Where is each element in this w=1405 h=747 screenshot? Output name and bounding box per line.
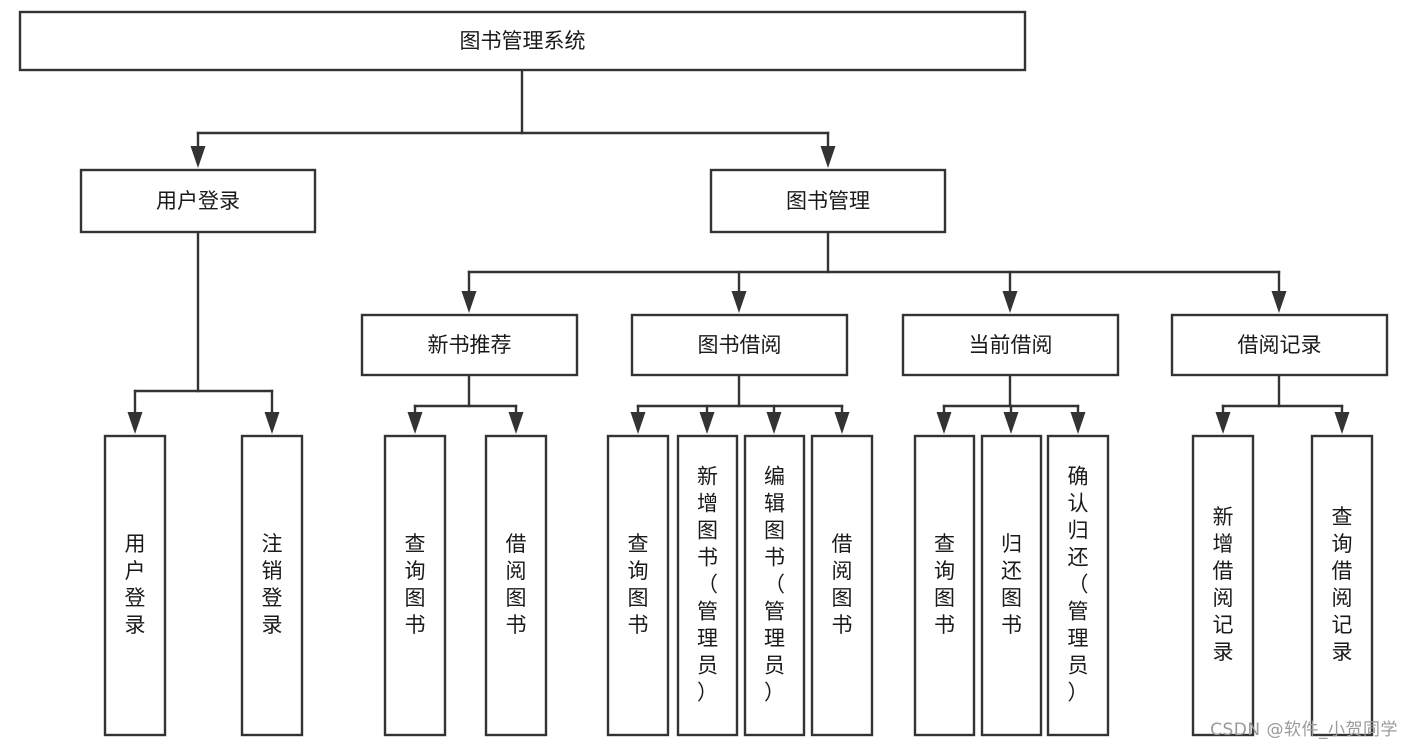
node-label: 用户登录 [156, 189, 240, 213]
node-label: 查询图书 [628, 532, 649, 637]
node-leaf-borrow-book[interactable]: 借阅图书 [810, 434, 874, 737]
node-label: 当前借阅 [969, 333, 1053, 357]
arrow-head-icon [699, 412, 715, 434]
arrow-head-icon [264, 412, 280, 434]
arrow-head-icon [1002, 291, 1018, 313]
node-leaf-borrow-book-recommend[interactable]: 借阅图书 [484, 434, 548, 737]
node-leaf-query-book-borrow[interactable]: 查询图书 [606, 434, 670, 737]
arrow-head-icon [766, 412, 782, 434]
node-box[interactable] [709, 168, 947, 234]
node-box[interactable] [240, 434, 304, 737]
arrow-head-icon [630, 412, 646, 434]
node-label: 图书管理 [786, 189, 870, 213]
connector-root-to-level1 [190, 68, 836, 168]
csdn-watermark: CSDN @软件_小贺同学 [1210, 720, 1398, 740]
node-box[interactable] [630, 313, 849, 377]
connector-userlogin-to-leaves [127, 230, 280, 434]
connector-record-to-leaves [1215, 373, 1350, 434]
arrow-head-icon [731, 291, 747, 313]
node-box[interactable] [980, 434, 1043, 737]
node-leaf-add-book-admin[interactable]: 新增图书（管理员） [676, 434, 739, 737]
watermark-layer: CSDN @软件_小贺同学 [1210, 720, 1398, 740]
node-leaf-logout-login[interactable]: 注销登录 [240, 434, 304, 737]
connector-layer [127, 68, 1350, 434]
node-label: 新增借阅记录 [1213, 505, 1234, 664]
node-box[interactable] [1310, 434, 1374, 737]
arrow-head-icon [1334, 412, 1350, 434]
node-label: 注销登录 [262, 532, 283, 637]
arrow-head-icon [820, 146, 836, 168]
node-user-login[interactable]: 用户登录 [79, 168, 317, 234]
node-book-management[interactable]: 图书管理 [709, 168, 947, 234]
node-box[interactable] [810, 434, 874, 737]
connector-current-to-leaves [936, 373, 1086, 434]
arrow-head-icon [1003, 412, 1019, 434]
node-current-borrow[interactable]: 当前借阅 [901, 313, 1120, 377]
arrow-head-icon [1215, 412, 1231, 434]
connector-borrow-to-leaves [630, 373, 850, 434]
arrow-head-icon [508, 412, 524, 434]
arrow-head-icon [834, 412, 850, 434]
arrow-head-icon [407, 412, 423, 434]
node-root[interactable]: 图书管理系统 [18, 10, 1027, 72]
node-leaf-query-book-recommend[interactable]: 查询图书 [383, 434, 447, 737]
node-label: 用户登录 [125, 532, 146, 637]
node-label: 查询图书 [934, 532, 955, 637]
node-box[interactable] [743, 434, 806, 737]
node-label: 编辑图书（管理员） [764, 465, 785, 705]
node-label: 确认归还（管理员） [1068, 465, 1089, 705]
node-label: 查询图书 [405, 532, 426, 637]
node-leaf-confirm-return-admin[interactable]: 确认归还（管理员） [1046, 434, 1110, 737]
node-box[interactable] [1191, 434, 1255, 737]
node-box[interactable] [676, 434, 739, 737]
node-book-borrow[interactable]: 图书借阅 [630, 313, 849, 377]
node-box[interactable] [18, 10, 1027, 72]
node-box[interactable] [901, 313, 1120, 377]
node-box[interactable] [484, 434, 548, 737]
node-label: 借阅图书 [832, 532, 853, 637]
node-leaf-user-login[interactable]: 用户登录 [103, 434, 167, 737]
arrow-head-icon [1070, 412, 1086, 434]
node-label: 图书借阅 [698, 333, 782, 357]
node-leaf-edit-book-admin[interactable]: 编辑图书（管理员） [743, 434, 806, 737]
node-leaf-query-book-current[interactable]: 查询图书 [913, 434, 976, 737]
node-label: 借阅图书 [506, 532, 527, 637]
node-leaf-add-borrow-record[interactable]: 新增借阅记录 [1191, 434, 1255, 737]
node-leaf-query-borrow-record[interactable]: 查询借阅记录 [1310, 434, 1374, 737]
node-borrow-record[interactable]: 借阅记录 [1170, 313, 1389, 377]
node-box[interactable] [913, 434, 976, 737]
node-label: 新书推荐 [428, 333, 512, 357]
node-box[interactable] [79, 168, 317, 234]
arrow-head-icon [1271, 291, 1287, 313]
arrow-head-icon [190, 146, 206, 168]
node-label: 新增图书（管理员） [697, 465, 718, 705]
connector-recommend-to-leaves [407, 373, 524, 434]
node-box[interactable] [103, 434, 167, 737]
node-leaf-return-book[interactable]: 归还图书 [980, 434, 1043, 737]
node-label: 归还图书 [1001, 532, 1022, 637]
node-box[interactable] [360, 313, 579, 377]
node-layer: 图书管理系统用户登录图书管理新书推荐图书借阅当前借阅借阅记录用户登录注销登录查询… [18, 10, 1389, 737]
node-label: 查询借阅记录 [1332, 505, 1353, 664]
node-box[interactable] [1046, 434, 1110, 737]
node-box[interactable] [383, 434, 447, 737]
node-label: 借阅记录 [1238, 333, 1322, 357]
node-box[interactable] [606, 434, 670, 737]
arrow-head-icon [127, 412, 143, 434]
arrow-head-icon [936, 412, 952, 434]
arrow-head-icon [461, 291, 477, 313]
node-new-book-recommend[interactable]: 新书推荐 [360, 313, 579, 377]
node-label: 图书管理系统 [460, 29, 586, 53]
connector-bookmgmt-to-level2 [461, 230, 1287, 313]
node-box[interactable] [1170, 313, 1389, 377]
